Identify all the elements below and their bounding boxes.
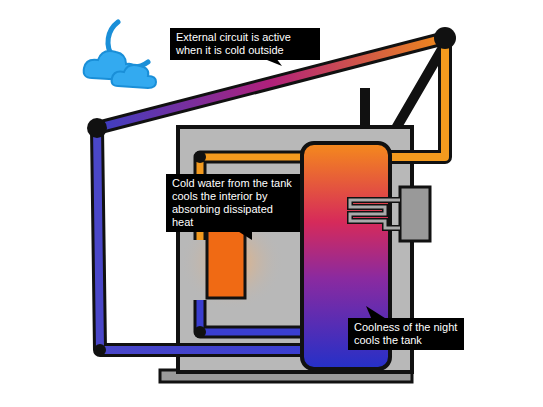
callout-box: Coolness of the night cools the tank (348, 318, 464, 350)
callout-box: External circuit is active when it is co… (170, 28, 320, 60)
callout-text: Cold water from the tank cools the inter… (172, 177, 294, 229)
callout-text: External circuit is active when it is co… (176, 31, 314, 57)
callout-box: Cold water from the tank cools the inter… (166, 174, 300, 232)
callout-text: Coolness of the night cools the tank (354, 321, 458, 347)
